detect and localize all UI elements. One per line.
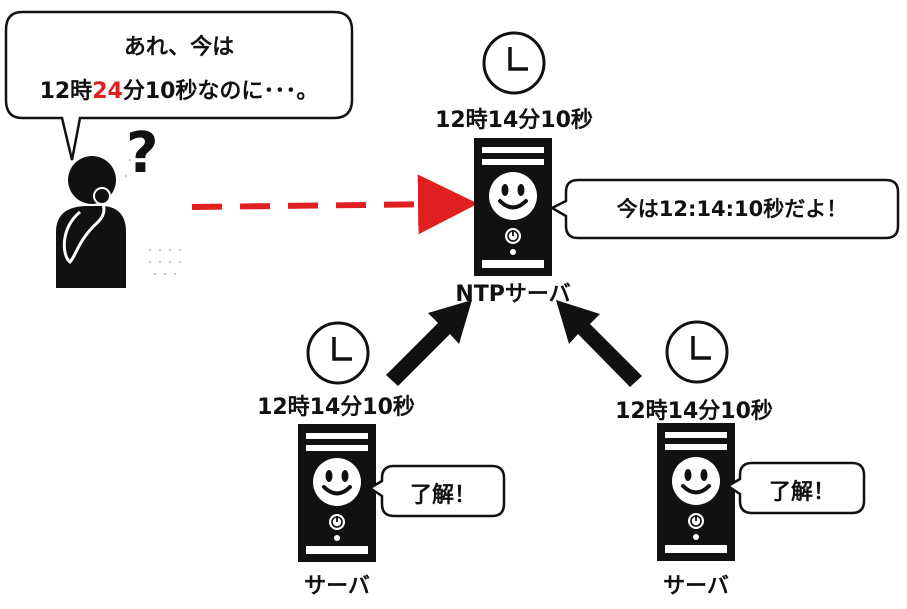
confused-person-icon bbox=[56, 156, 181, 288]
left-server-reply-text: 了解！ bbox=[409, 483, 476, 508]
ntp-server-icon bbox=[472, 136, 554, 278]
speech-bubble bbox=[4, 10, 354, 161]
speech-line-1: あれ、今は bbox=[123, 35, 235, 60]
left-reply-bubble bbox=[367, 464, 506, 518]
right-server-icon bbox=[655, 421, 737, 563]
left-server-icon bbox=[296, 422, 378, 564]
ntp-reply-bubble bbox=[549, 178, 900, 240]
right-reply-bubble bbox=[725, 461, 866, 515]
left-sync-arrow bbox=[386, 300, 472, 386]
right-server-label: サーバ bbox=[663, 574, 729, 599]
right-sync-arrow bbox=[556, 300, 642, 387]
left-clock-icon bbox=[306, 321, 370, 385]
query-arrow bbox=[191, 174, 478, 235]
ntp-clock-icon bbox=[482, 31, 546, 95]
dots-decoration bbox=[125, 159, 181, 275]
ntp-label: NTPサーバ bbox=[455, 282, 571, 307]
speech-line-2: 12時24分10秒なのに･･･。 bbox=[6, 73, 352, 105]
right-server-time: 12時14分10秒 bbox=[615, 399, 773, 424]
ntp-time: 12時14分10秒 bbox=[435, 108, 593, 133]
question-mark-icon: ? bbox=[126, 121, 159, 186]
right-clock-icon bbox=[665, 320, 729, 384]
highlighted-minutes: 24 bbox=[92, 79, 123, 104]
speech-line-2-post: 分10秒なのに･･･。 bbox=[122, 79, 319, 104]
left-server-label: サーバ bbox=[304, 574, 370, 599]
left-server-time: 12時14分10秒 bbox=[257, 395, 415, 420]
speech-line-2-pre: 12時 bbox=[39, 79, 93, 104]
right-server-reply-text: 了解！ bbox=[768, 480, 835, 505]
ntp-reply-text: 今は12:14:10秒だよ！ bbox=[616, 197, 848, 221]
